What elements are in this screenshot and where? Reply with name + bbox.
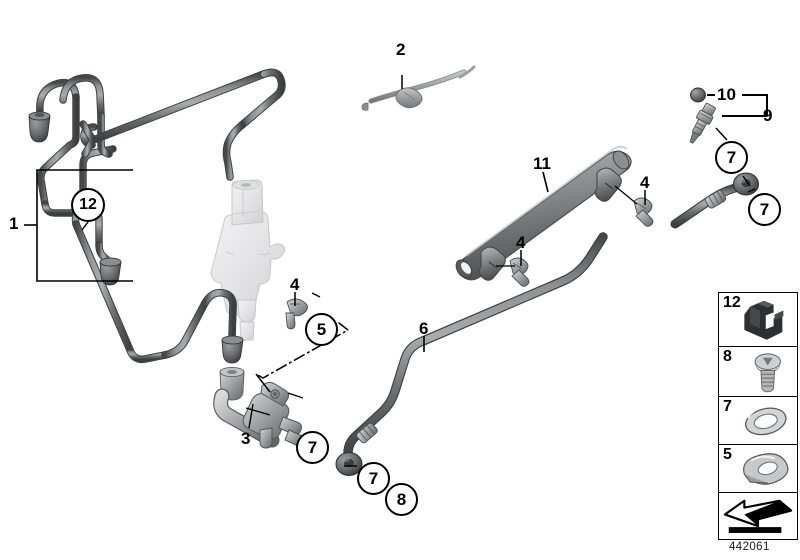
callout-label: 7 <box>368 468 379 488</box>
callout-label: 7 <box>759 199 770 219</box>
label-item-4-cylinder: 4 <box>290 275 300 294</box>
screw-icon <box>754 353 781 393</box>
brake-hose-item-6 <box>335 232 608 476</box>
label-item-9: 9 <box>763 106 773 125</box>
direction-arrow-icon <box>723 499 793 533</box>
bleed-valve-item-9 <box>689 102 716 144</box>
bracket-lines-9-10 <box>707 94 768 117</box>
bracket-item-1 <box>24 169 133 282</box>
label-item-4-upper: 4 <box>640 173 650 192</box>
label-item-11: 11 <box>533 154 551 173</box>
cable-tie-item-2 <box>361 65 476 111</box>
leader-item-5 <box>255 292 349 393</box>
label-item-3: 3 <box>241 429 251 448</box>
label-item-10: 10 <box>717 85 736 104</box>
callout-8-banjo-bolt[interactable]: 8 <box>385 483 418 516</box>
callout-7-banjo-right[interactable]: 7 <box>748 193 781 226</box>
label-item-2: 2 <box>396 40 406 59</box>
callout-7-block[interactable]: 7 <box>296 431 329 464</box>
brake-pipe-to-junction <box>126 288 237 364</box>
screw-item-4-cylinder <box>285 298 308 330</box>
callout-5-clamp[interactable]: 5 <box>305 313 338 346</box>
master-cylinder-ghost-detail <box>225 179 271 256</box>
callout-label: 8 <box>396 489 407 509</box>
sealing-ring-icon <box>745 405 787 436</box>
pipe-end-grommet-topleft <box>28 111 51 143</box>
brake-pipe-upper-long <box>36 78 87 217</box>
label-item-6: 6 <box>419 319 429 338</box>
callout-label: 7 <box>726 147 737 167</box>
screw-item-4-lower <box>509 257 530 287</box>
dust-cap-item-10 <box>690 87 706 103</box>
master-cylinder-ghost <box>210 179 286 341</box>
junction-block-item-3 <box>213 366 305 449</box>
callout-7-banjo-left[interactable]: 7 <box>357 462 390 495</box>
leader-lines-item-4 <box>294 185 646 306</box>
callout-7-valve[interactable]: 7 <box>715 141 748 174</box>
legend-number: 5 <box>723 446 732 463</box>
leader-item-12 <box>81 221 89 231</box>
screw-item-4-upper <box>633 197 654 227</box>
leader-item-11 <box>542 171 549 193</box>
callout-pointers <box>245 127 756 467</box>
legend-cell-direction-arrow[interactable] <box>719 493 797 539</box>
brake-pipe-top-arch <box>59 74 113 158</box>
label-item-1: 1 <box>9 214 19 233</box>
retaining-clip-icon <box>744 300 784 340</box>
callout-label: 7 <box>307 437 318 457</box>
pipe-end-grommet-junction <box>221 335 244 364</box>
brake-pipe-main-run <box>80 68 286 181</box>
clamp-plate-icon <box>743 453 789 485</box>
legend-number: 8 <box>723 348 732 365</box>
legend-cell-sealing-ring[interactable]: 7 <box>719 397 797 445</box>
pipe-end-grommet-mid <box>99 257 122 286</box>
guide-rail-item-11 <box>455 145 632 281</box>
callout-label: 5 <box>316 319 327 339</box>
legend-cell-clamp[interactable]: 5 <box>719 445 797 493</box>
legend-cell-screw[interactable]: 8 <box>719 347 797 397</box>
callout-12-left[interactable]: 12 <box>71 188 105 222</box>
legend-cell-clip[interactable]: 12 <box>719 293 797 347</box>
legend-number: 12 <box>723 294 741 311</box>
callout-label: 12 <box>79 196 97 213</box>
label-item-4-lower: 4 <box>516 233 526 252</box>
diagram-part-number: 442061 <box>729 541 770 553</box>
brake-pipe-kink <box>79 120 97 158</box>
legend-box: 12 8 <box>718 292 798 540</box>
legend-number: 7 <box>723 398 732 415</box>
